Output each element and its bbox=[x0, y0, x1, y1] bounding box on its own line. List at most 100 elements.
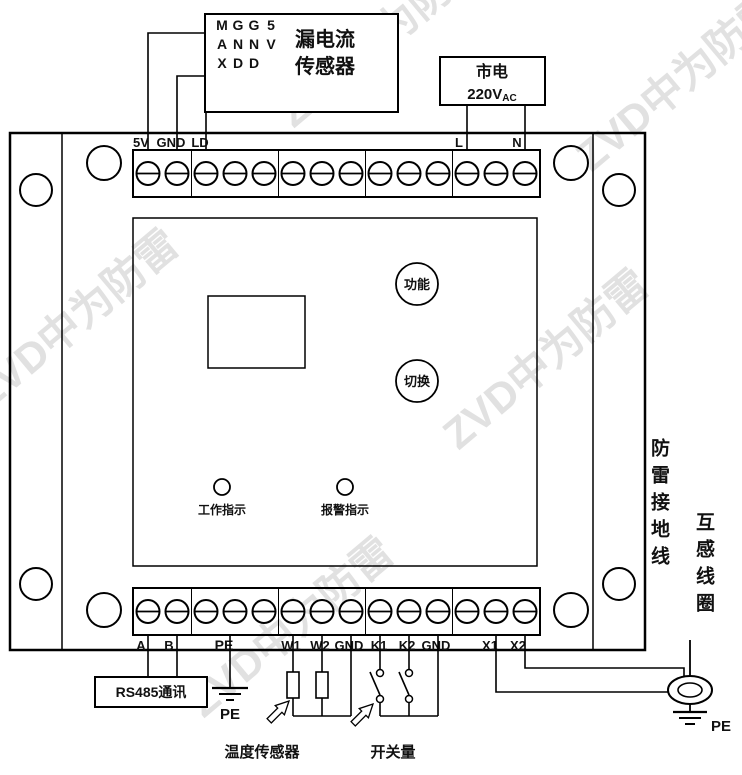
switch2-contact-top bbox=[404, 668, 414, 678]
ct-coil-inner bbox=[677, 682, 703, 698]
top-terminals bbox=[135, 161, 538, 186]
switch1-contact-bottom bbox=[375, 694, 385, 704]
screw-terminal bbox=[367, 161, 393, 186]
ct-coil-label: 互感线圈 bbox=[693, 512, 714, 620]
mains-box bbox=[439, 56, 546, 106]
wire-x2 bbox=[524, 635, 685, 676]
screw-terminal bbox=[396, 599, 422, 624]
bottom-label-a: A bbox=[136, 638, 146, 653]
sensor-pin-gnd1: GND bbox=[230, 17, 246, 74]
bottom-label-pe: PE bbox=[215, 637, 234, 653]
screw-terminal bbox=[193, 161, 219, 186]
wire-x1 bbox=[495, 635, 668, 693]
mains-voltage: 220VAC bbox=[467, 86, 517, 104]
bottom-label-k1: K1 bbox=[371, 638, 388, 653]
mains-voltage-unit: AC bbox=[502, 93, 516, 104]
function-button bbox=[395, 262, 439, 306]
bottom-label-x2: X2 bbox=[510, 638, 526, 653]
temp-sensor-1 bbox=[286, 671, 300, 699]
screw-terminal bbox=[512, 161, 538, 186]
mains-voltage-value: 220V bbox=[467, 86, 502, 103]
alarm-indicator-led bbox=[336, 478, 354, 496]
screw-terminal bbox=[251, 599, 277, 624]
screw-terminal bbox=[483, 599, 509, 624]
switch1-blade bbox=[369, 671, 381, 696]
screw-terminal bbox=[483, 161, 509, 186]
temp-sensor-caption: 温度传感器 bbox=[224, 743, 300, 761]
work-indicator-label: 工作指示 bbox=[198, 502, 246, 517]
screw-terminal bbox=[280, 161, 306, 186]
leakage-sensor-box bbox=[204, 13, 399, 113]
sensor-pin-max: MAX bbox=[214, 17, 230, 74]
pe-right-label: PE bbox=[711, 718, 731, 735]
screw-terminal bbox=[309, 161, 335, 186]
mounting-hole bbox=[602, 567, 636, 601]
front-panel bbox=[132, 217, 538, 567]
screw-terminal bbox=[338, 599, 364, 624]
screw-terminal bbox=[222, 161, 248, 186]
sensor-pin-gnd2: GND bbox=[246, 17, 262, 74]
bottom-label-gnd1: GND bbox=[335, 638, 364, 653]
mounting-hole bbox=[86, 592, 122, 628]
ground-symbol-right bbox=[673, 710, 707, 725]
watermark: ZVD中为防雷 bbox=[0, 220, 187, 418]
bottom-label-gnd2: GND bbox=[422, 638, 451, 653]
bottom-strip-dividers bbox=[191, 588, 453, 635]
ground-symbol-left bbox=[212, 686, 248, 701]
screw-terminal bbox=[396, 161, 422, 186]
bottom-label-x1: X1 bbox=[482, 638, 498, 653]
pe-left-label: PE bbox=[220, 706, 240, 723]
bottom-label-k2: K2 bbox=[399, 638, 416, 653]
bottom-label-w2: W2 bbox=[310, 638, 330, 653]
screw-terminal bbox=[251, 161, 277, 186]
mounting-hole bbox=[86, 145, 122, 181]
alarm-indicator-label: 报警指示 bbox=[321, 502, 369, 517]
bottom-terminal-strip bbox=[132, 587, 541, 636]
top-label-gnd: GND bbox=[157, 135, 186, 150]
switch-button-label: 切换 bbox=[404, 374, 431, 389]
wire-sensor-gnd bbox=[176, 75, 205, 150]
screw-terminal bbox=[338, 161, 364, 186]
screw-terminal bbox=[280, 599, 306, 624]
screw-terminal bbox=[222, 599, 248, 624]
mounting-hole bbox=[602, 173, 636, 207]
arrow-switch bbox=[350, 702, 375, 727]
display-window bbox=[207, 295, 306, 369]
switch-button bbox=[395, 359, 439, 403]
device-outline bbox=[8, 131, 647, 652]
rs485-box bbox=[94, 676, 208, 708]
sensor-title-line1: 漏电流 bbox=[295, 27, 355, 51]
screw-terminal bbox=[135, 161, 161, 186]
screw-terminal bbox=[164, 161, 190, 186]
lightning-ground-label: 防雷接地线 bbox=[648, 438, 669, 573]
screw-terminal bbox=[135, 599, 161, 624]
screw-terminal bbox=[512, 599, 538, 624]
screw-terminal bbox=[425, 161, 451, 186]
bottom-label-w1: W1 bbox=[281, 638, 301, 653]
screw-terminal bbox=[454, 161, 480, 186]
mains-name: 市电 bbox=[476, 62, 508, 81]
top-label-5v: 5V bbox=[133, 135, 149, 150]
wire-sensor-5v bbox=[147, 32, 205, 150]
top-label-l: L bbox=[455, 135, 463, 150]
mounting-hole bbox=[19, 173, 53, 207]
sensor-title-line2: 传感器 bbox=[294, 54, 356, 78]
switch-caption: 开关量 bbox=[370, 743, 415, 761]
screw-terminal bbox=[454, 599, 480, 624]
switch1-contact-top bbox=[375, 668, 385, 678]
work-indicator-led bbox=[213, 478, 231, 496]
sensor-pin-5v: 5V bbox=[263, 17, 279, 55]
mounting-hole bbox=[553, 145, 589, 181]
mounting-hole bbox=[553, 592, 589, 628]
function-button-label: 功能 bbox=[404, 277, 430, 292]
screw-terminal bbox=[425, 599, 451, 624]
watermark: ZVD中为防雷 bbox=[434, 260, 657, 458]
mounting-hole bbox=[19, 567, 53, 601]
top-terminal-strip bbox=[132, 149, 541, 198]
bottom-label-b: B bbox=[164, 638, 173, 653]
top-label-ld: LD bbox=[191, 135, 208, 150]
temp-sensor-2 bbox=[315, 671, 329, 699]
screw-terminal bbox=[367, 599, 393, 624]
